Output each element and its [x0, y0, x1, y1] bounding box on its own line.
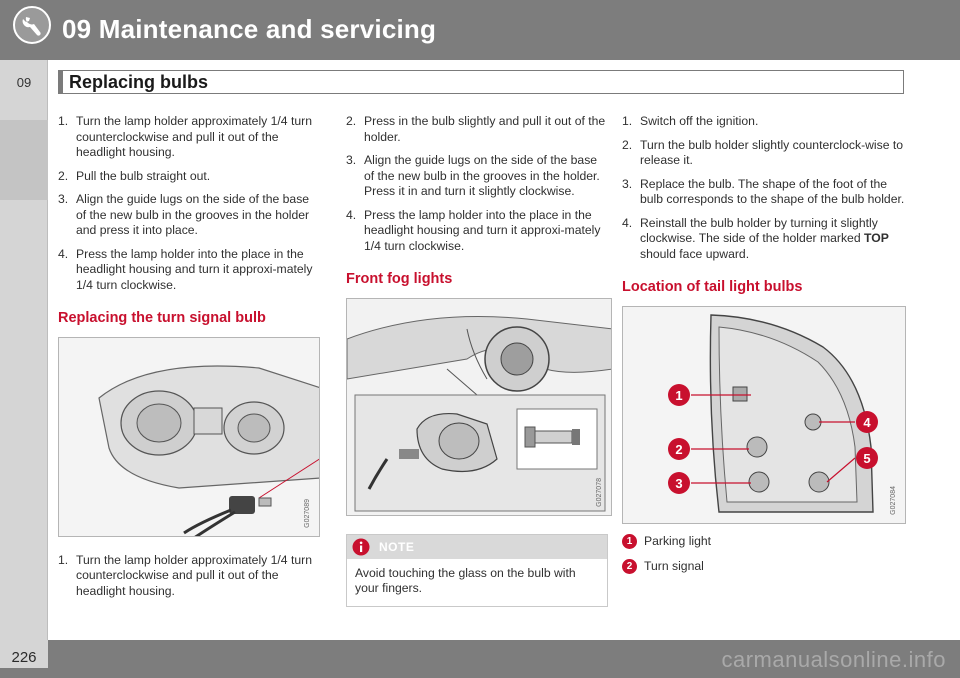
- headlight-illustration: [59, 337, 319, 536]
- column-left: 1.Turn the lamp holder approximately 1/4…: [58, 114, 320, 607]
- chapter-tab-number: 09: [16, 75, 32, 90]
- list-item: 4.Press the lamp holder into the place i…: [58, 246, 313, 292]
- note-label: NOTE: [379, 539, 415, 554]
- callout-2: 2: [668, 437, 690, 460]
- list-item: 2.Turn the bulb holder slightly counterc…: [622, 137, 904, 168]
- callout-label: 4: [863, 415, 871, 430]
- tail-light-steps-list: 1.Switch off the ignition. 2.Turn the bu…: [622, 114, 906, 262]
- section-title: Replacing bulbs: [69, 72, 209, 92]
- callout-label: 1: [675, 388, 682, 403]
- page-footer: 226 carmanualsonline.info: [0, 640, 960, 678]
- legend-item-turn-signal: 2 Turn signal: [622, 558, 906, 575]
- headlight-steps-list: 1.Turn the lamp holder approximately 1/4…: [58, 114, 320, 293]
- turn-signal-heading: Replacing the turn signal bulb: [58, 310, 266, 326]
- page-number: 226: [0, 640, 48, 668]
- note-text: Avoid touching the glass on the bulb wit…: [355, 565, 576, 596]
- legend-badge: 1: [622, 533, 637, 549]
- list-item: 2.Press in the bulb slightly and pull it…: [346, 114, 606, 144]
- figure-code: G027089: [303, 498, 311, 528]
- figure-code: G027084: [889, 485, 897, 515]
- callout-label: 5: [863, 451, 870, 466]
- chapter-side-tab: 09: [0, 60, 48, 640]
- figure-code: G027078: [595, 477, 603, 507]
- list-item: 2.Pull the bulb straight out.: [58, 168, 211, 183]
- list-item: 3.Align the guide lugs on the side of th…: [58, 192, 310, 237]
- tail-lights-heading: Location of tail light bulbs: [622, 279, 803, 295]
- fog-light-illustration: [347, 298, 611, 515]
- watermark-text: carmanualsonline.info: [721, 647, 946, 672]
- chapter-title: 09 Maintenance and servicing: [62, 14, 437, 44]
- fog-lights-figure: G027078: [346, 297, 612, 516]
- list-item: 3.Align the guide lugs on the side of th…: [346, 153, 600, 198]
- list-item: 4.Press the lamp holder into the place i…: [346, 207, 601, 253]
- list-item: 3.Replace the bulb. The shape of the foo…: [622, 176, 905, 207]
- section-title-bar: Replacing bulbs: [58, 70, 904, 94]
- info-icon: [352, 538, 370, 555]
- column-right: 1.Switch off the ignition. 2.Turn the bu…: [622, 114, 906, 575]
- note-box: NOTE Avoid touching the glass on the bul…: [346, 533, 608, 607]
- legend-badge: 2: [622, 558, 637, 574]
- list-item: 1.Turn the lamp holder approximately 1/4…: [58, 552, 312, 598]
- legend-item-parking-light: 1 Parking light: [622, 533, 906, 550]
- tail-lights-figure: 1 2 3 4 5 G027084: [622, 305, 906, 524]
- callout-3: 3: [668, 471, 690, 494]
- wrench-icon: [13, 6, 51, 44]
- list-item: 4.Reinstall the bulb holder by turning i…: [622, 215, 889, 261]
- column-middle: 2.Press in the bulb slightly and pull it…: [346, 114, 612, 607]
- list-item: 1.Switch off the ignition.: [622, 114, 759, 128]
- chapter-tab-marker: [0, 120, 48, 200]
- turn-signal-steps-list: 1.Turn the lamp holder approximately 1/4…: [58, 553, 320, 600]
- callout-label: 2: [675, 442, 682, 457]
- note-header: NOTE: [347, 534, 607, 559]
- legend-label: Turn signal: [644, 558, 704, 573]
- callout-label: 3: [675, 476, 682, 491]
- fog-lights-heading: Front fog lights: [346, 271, 453, 287]
- tail-light-illustration: 1 2 3 4 5: [623, 306, 905, 523]
- headlight-steps-continued: 2.Press in the bulb slightly and pull it…: [346, 114, 608, 254]
- callout-4: 4: [856, 410, 878, 433]
- callout-1: 1: [668, 383, 690, 406]
- chapter-header: 09 Maintenance and servicing: [0, 0, 960, 60]
- legend-label: Parking light: [644, 533, 712, 548]
- turn-signal-figure: G027089: [58, 336, 320, 537]
- callout-5: 5: [856, 446, 878, 469]
- list-item: 1.Turn the lamp holder approximately 1/4…: [58, 114, 312, 159]
